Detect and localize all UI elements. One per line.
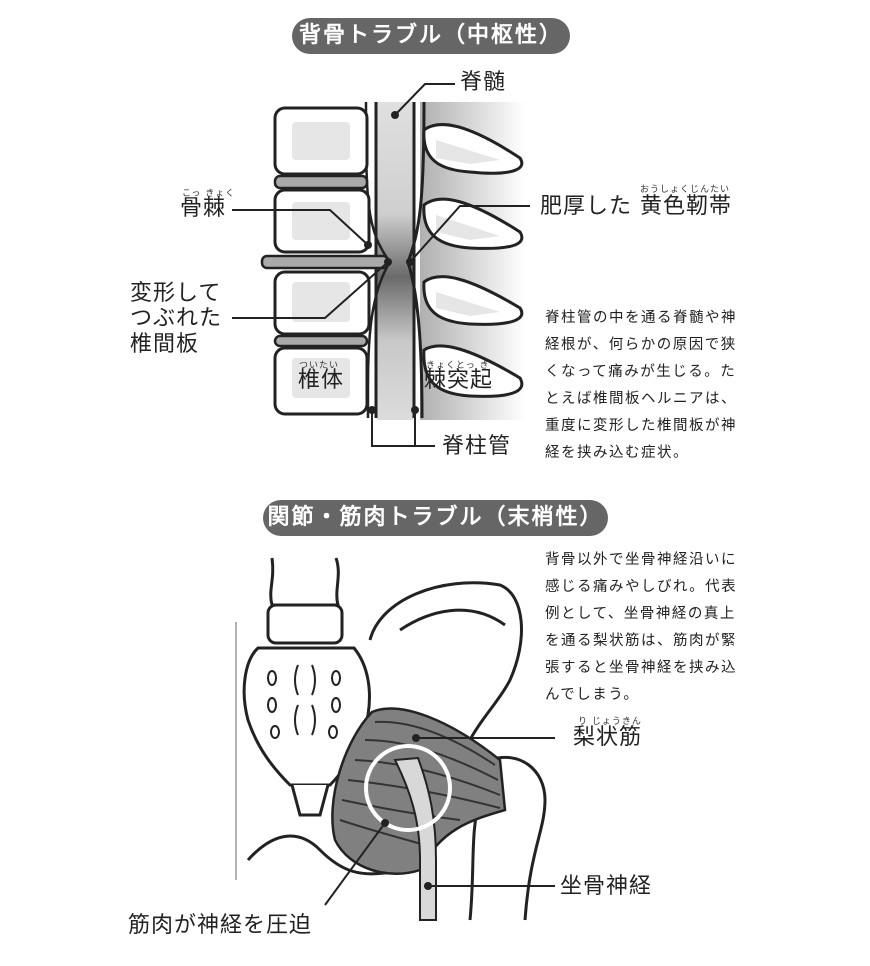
label-ligamentum-flavum: 黄色靭帯 [640,194,733,219]
label-osteophyte: 骨棘 [180,196,227,221]
section-title-peripheral: 関節・筋肉トラブル（末梢性） [263,500,608,536]
description-line: んでしまう。 [545,687,640,703]
label-hypertrophied-prefix: 肥厚した [540,194,633,219]
description-line: を通る梨状筋は、筋肉が緊 [545,633,737,649]
description-line: 背骨以外で坐骨神経沿いに [545,552,737,568]
label-deformed-disc-line2: つぶれた [130,306,223,331]
description-central: 脊柱管の中を通る脊髄や神 経根が、何らかの原因で狭 くなって痛みが生じる。た と… [545,305,737,467]
label-spinal-cord: 脊髄 [460,70,507,95]
section-title-central: 背骨トラブル（中枢性） [292,18,570,54]
description-line: 重度に変形した椎間板が神 [545,418,737,434]
label-deformed-disc-line1: 変形して [130,281,222,306]
description-line: 例として、坐骨神経の真上 [545,606,736,622]
ruby-ligamentum-flavum: おうしょくじんたい [640,185,731,195]
description-line: とえば椎間板ヘルニアは、 [545,391,737,407]
description-line: 経を挟み込む症状。 [545,445,689,461]
description-line: 経根が、何らかの原因で狭 [545,337,737,353]
ruby-vertebral-body: ついたい [299,361,340,371]
ruby-spinous-process: きょくとっ き [426,361,490,371]
description-line: 張すると坐骨神経を挟み込 [545,660,737,676]
label-spinal-canal: 脊柱管 [442,434,512,459]
description-line: 感じる痛みやしびれ。代表 [545,579,738,595]
label-muscle-compresses-nerve: 筋肉が神経を圧迫 [128,913,313,938]
description-line: 脊柱管の中を通る脊髄や神 [545,310,737,326]
description-line: くなって痛みが生じる。た [545,364,737,380]
ruby-osteophyte: こっ きょく [182,189,236,199]
label-piriformis: 梨状筋 [573,725,643,750]
label-deformed-disc-line3: 椎間板 [130,332,200,357]
ruby-piriformis: り じょうきん [578,717,642,727]
description-peripheral: 背骨以外で坐骨神経沿いに 感じる痛みやしびれ。代表 例として、坐骨神経の真上 を… [545,547,737,709]
label-spinous-process: 棘突起 [424,368,494,393]
label-vertebral-body: 椎体 [298,368,345,393]
label-sciatic-nerve: 坐骨神経 [560,874,653,899]
